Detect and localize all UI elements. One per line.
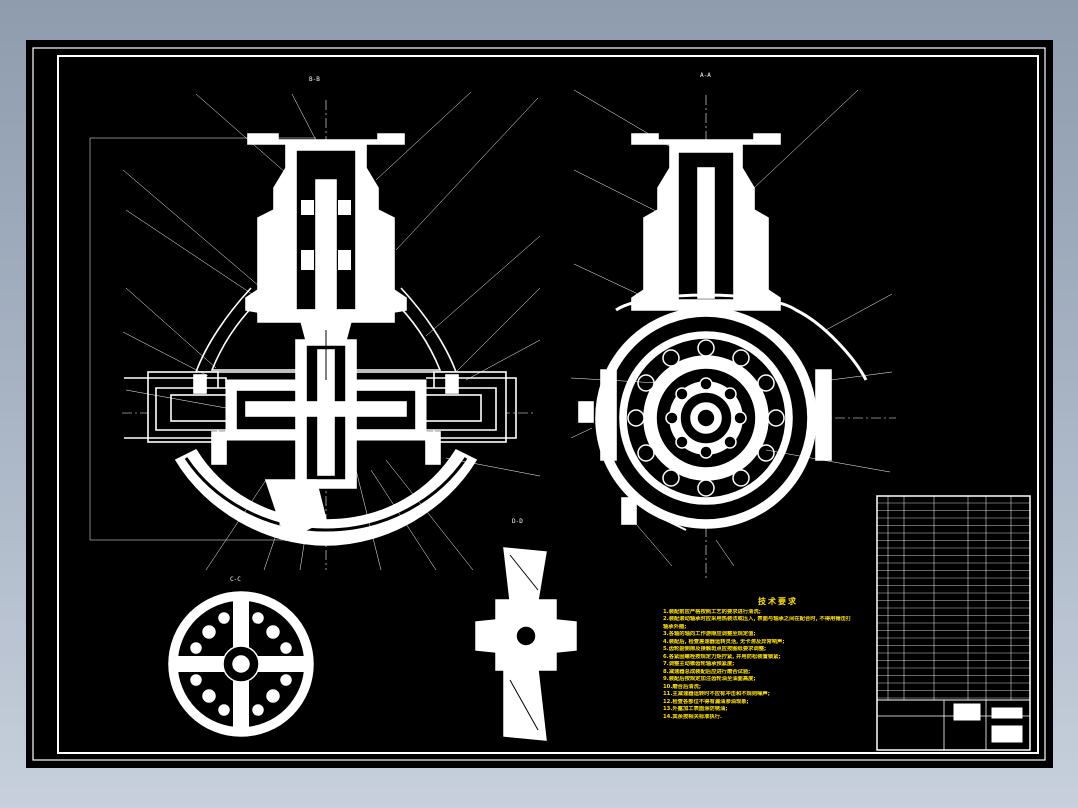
note-line: 2.装配滚动轴承时应采用热装法或压入, 表面与轴承之间在配合时, 不得用锤击打 [663,616,852,622]
note-line: 7.调整主动锥齿轮轴承预紧度; [663,661,735,667]
note-line: 1.装配前应严格按照工艺的要求进行清洗; [663,608,761,615]
side-view [578,95,896,580]
note-line: 14.其余按相关标准执行. [663,713,723,720]
note-line: 9.装配后按规定加注齿轮油至油面高度; [663,676,756,682]
cad-viewport[interactable]: B-B A-A C-C D-D 技术要求 1.装配前应严格按照工艺的要求进行清洗… [26,40,1053,768]
assembly-drawing [32,47,1046,761]
note-line: 11.主减速器运转时不应有冲击和不规则噪声; [663,691,770,697]
view-label-dd: D-D [512,518,523,525]
side-leader-lines [570,89,893,567]
view-label-aa: A-A [700,72,711,79]
note-line: 轴承外圈; [663,623,687,630]
note-line: 8.减速器总成装配后应进行磨合试验; [663,668,751,675]
note-line: 3.各轴的轴向工作游隙应调整至规定值; [663,631,756,637]
note-line: 12.检查各部位不得有漏油渗油现象; [663,698,749,705]
note-line: 5.齿轮副侧隙及接触斑点应按图纸要求调整; [663,646,767,652]
note-line: 6.各紧固螺栓按规定力矩拧紧, 并用防松装置锁紧; [663,653,781,660]
technical-requirements: 技术要求 1.装配前应严格按照工艺的要求进行清洗; 2.装配滚动轴承时应采用热装… [663,598,893,721]
view-label-cc: C-C [230,576,241,583]
outer-frame [32,47,1046,761]
view-label-bb: B-B [309,76,320,83]
inner-frame [57,55,1039,754]
dd-section [475,547,577,741]
notes-title: 技术要求 [758,597,798,606]
note-line: 10.磨合后清洗; [663,683,701,690]
side-view-bolt-holes [627,339,785,497]
cc-section [168,591,314,737]
title-block-rows [877,502,1030,699]
main-section-view [89,100,536,570]
main-leader-lines [122,91,541,571]
note-line: 13.外露加工表面涂防锈油; [663,706,728,712]
note-line: 4.装配后, 检查差速器运转灵活, 无卡滞及异常响声; [663,638,785,645]
